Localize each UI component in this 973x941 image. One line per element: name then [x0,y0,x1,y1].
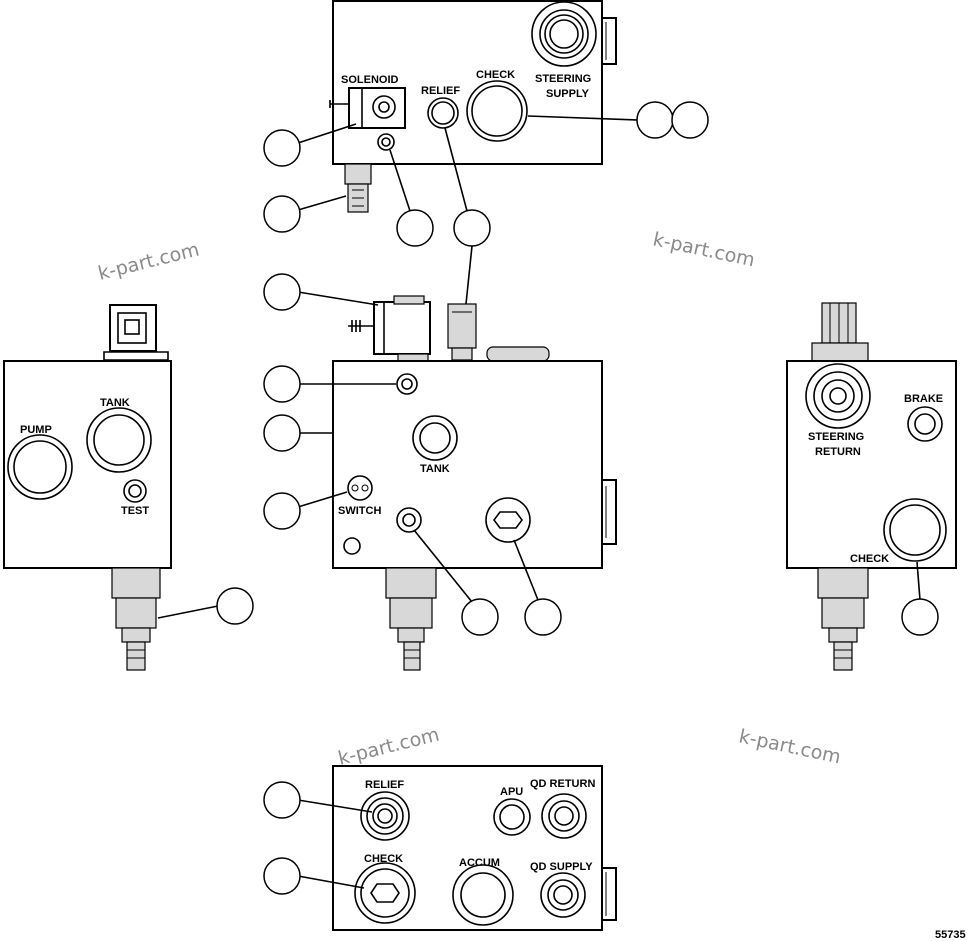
left-valve-block: PUMP TANK TEST [3,304,172,671]
apu-label: APU [500,786,523,798]
right-valve-block: BRAKE STEERING RETURN CHECK [786,302,957,671]
top-valve-block: SOLENOID RELIEF CHECK STEERING SUPPLY [329,0,617,213]
accum-label: ACCUM [459,857,500,869]
callouts-center-block [263,245,562,636]
steering-return-label-1: STEERING [808,431,864,443]
callouts-right-block [901,561,939,636]
qd-return-label: QD RETURN [530,778,595,790]
check-bottom-label: CHECK [364,853,403,865]
watermark: k-part.com [336,723,442,769]
callouts-top-block [263,101,709,247]
relief-bottom-label: RELIEF [365,779,404,791]
qd-supply-label: QD SUPPLY [530,861,593,873]
steering-return-label-2: RETURN [815,446,861,458]
tank-center-label: TANK [420,463,450,475]
relief-top-label: RELIEF [421,85,460,97]
solenoid-label: SOLENOID [341,74,399,86]
bottom-valve-block: RELIEF APU QD RETURN CHECK ACCUM QD SUPP… [332,765,617,931]
watermark: k-part.com [96,238,202,284]
check-top-label: CHECK [476,69,515,81]
steering-supply-label-1: STEERING [535,73,591,85]
figure-number: 55735 [935,929,966,941]
brake-label: BRAKE [904,393,943,405]
switch-label: SWITCH [338,505,381,517]
test-label: TEST [121,505,149,517]
callouts-left-block [157,587,254,625]
tank-left-label: TANK [100,397,130,409]
check-right-label: CHECK [850,553,889,565]
pump-label: PUMP [20,424,52,436]
watermark: k-part.com [651,228,757,271]
steering-supply-label-2: SUPPLY [546,88,590,100]
callouts-bottom-block [263,781,373,895]
center-valve-block: TANK SWITCH [332,295,617,671]
watermark: k-part.com [737,725,843,768]
